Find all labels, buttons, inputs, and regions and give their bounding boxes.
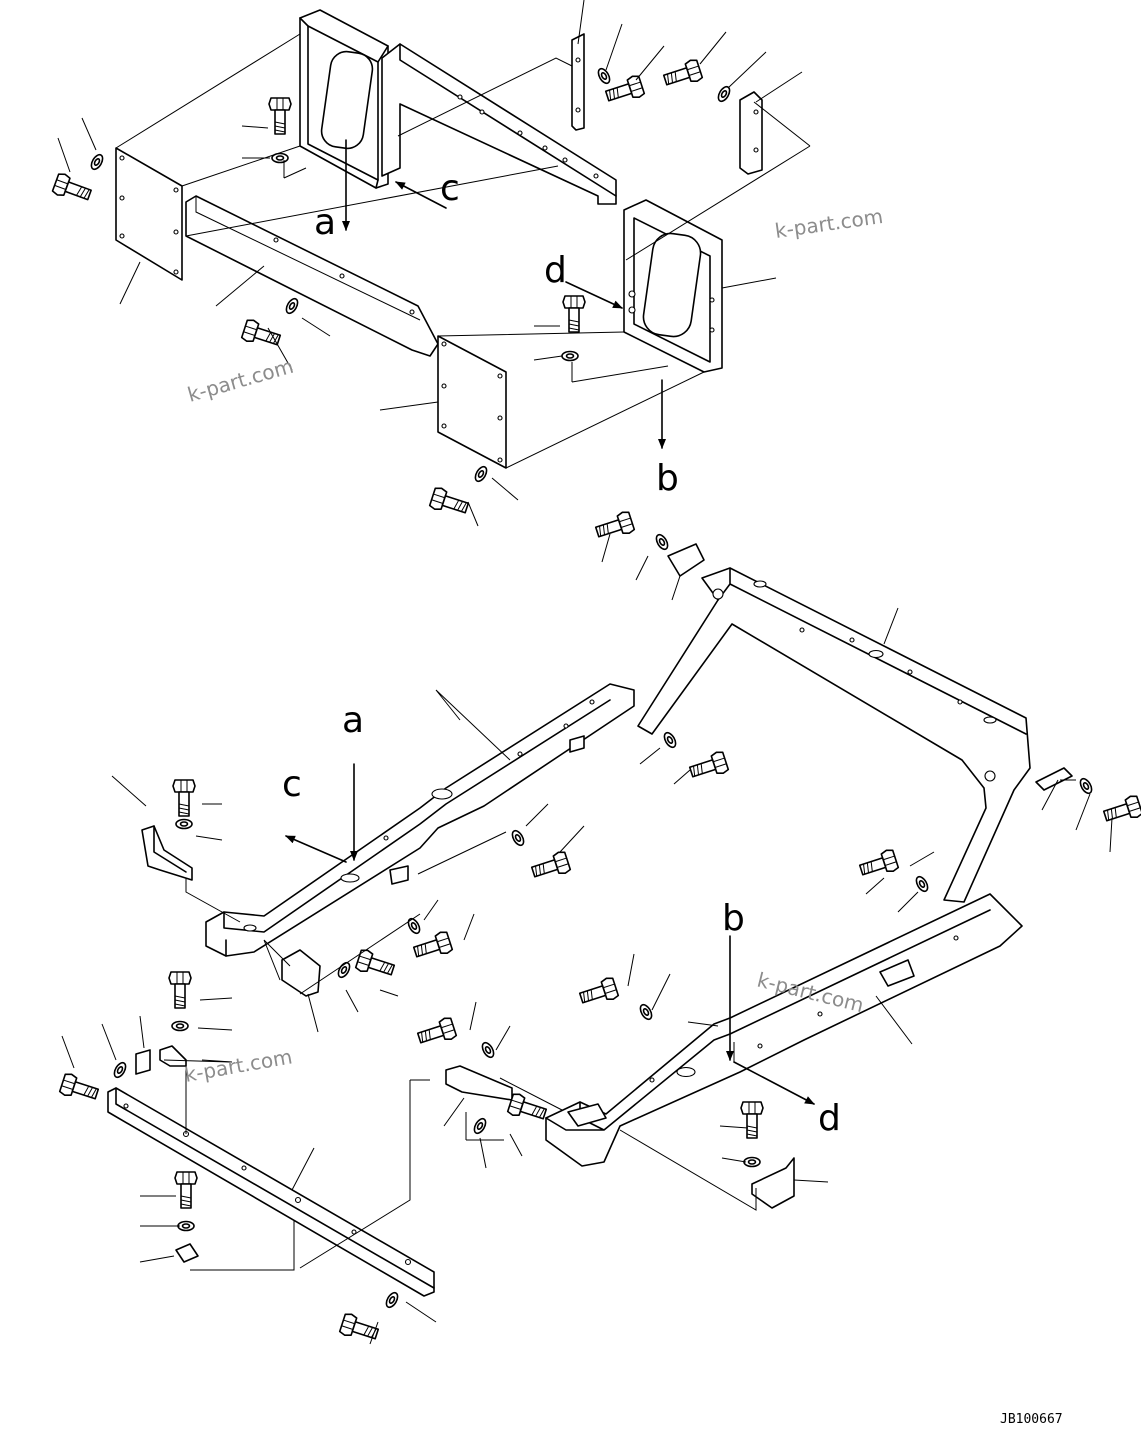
washer-icon	[1077, 776, 1095, 796]
lower-frame-assembly: a c b d	[58, 509, 1141, 1346]
left-cover-plate	[115, 147, 183, 281]
seal-strip	[185, 195, 439, 357]
washer-icon	[479, 1040, 497, 1060]
callout-arrows-lower	[285, 763, 815, 1105]
bolt-icon	[338, 1311, 381, 1346]
right-cover-plate	[437, 335, 507, 469]
bracket-right-lower	[751, 1157, 795, 1209]
left-box-frame	[299, 9, 389, 189]
bolt-icon	[661, 57, 704, 92]
main-cross-beam	[381, 43, 617, 205]
bolt-icon	[268, 97, 292, 135]
callout-b-top: b	[656, 458, 679, 499]
upper-frame-assembly: a c d b	[51, 0, 811, 527]
bolt-icon	[593, 509, 636, 544]
callout-b-bottom: b	[722, 898, 745, 939]
washer-icon	[509, 828, 527, 848]
washer-icon	[913, 874, 931, 894]
bolt-icon	[577, 975, 620, 1010]
washer-icon	[175, 818, 193, 830]
phantom-lines-upper	[115, 33, 811, 469]
bolt-icon	[51, 171, 94, 207]
callout-d-bottom: d	[818, 1098, 841, 1139]
washer-icon	[561, 350, 579, 362]
washer-icon	[383, 1290, 401, 1310]
bracket-center	[445, 1065, 513, 1101]
washer-icon	[171, 1020, 189, 1032]
bolt-icon	[168, 971, 192, 1009]
washer-icon	[405, 916, 423, 936]
bolt-icon	[1101, 793, 1141, 828]
bolt-icon	[240, 317, 283, 352]
callout-d-top: d	[544, 250, 567, 291]
callout-a-top: a	[314, 202, 336, 243]
bolt-icon	[174, 1171, 198, 1209]
bolt-icon	[58, 1071, 101, 1106]
washer-icon	[715, 84, 733, 104]
washer-icon	[472, 464, 490, 484]
drawing-number: JB100667	[1000, 1412, 1063, 1427]
washer-icon	[335, 960, 353, 980]
callout-c-bottom: c	[282, 764, 302, 805]
leader-lines-lower	[61, 533, 1113, 1345]
bracket-bottom-clip	[175, 1243, 199, 1263]
bolt-icon	[506, 1091, 549, 1126]
bracket-top-left-small	[667, 543, 705, 577]
front-cross-rail	[107, 1087, 435, 1297]
bolt-icon	[529, 849, 572, 884]
washer-icon	[595, 66, 613, 86]
callout-a-bottom: a	[342, 700, 364, 741]
bolt-icon	[857, 847, 900, 882]
washer-icon	[88, 152, 106, 172]
callout-c-top: c	[440, 168, 460, 209]
callout-arrows-upper	[342, 139, 666, 449]
left-side-rail	[205, 683, 635, 957]
washer-icon	[661, 730, 679, 750]
bracket-left-middle	[281, 949, 321, 997]
right-side-rail	[545, 893, 1023, 1167]
watermark: k-part.com	[185, 354, 296, 407]
washer-icon	[177, 1220, 195, 1232]
watermark: k-part.com	[183, 1044, 294, 1087]
bolt-icon	[411, 929, 454, 964]
washer-icon	[111, 1060, 129, 1080]
bolt-icon	[740, 1101, 764, 1139]
washer-icon	[743, 1156, 761, 1168]
bolt-icon	[428, 485, 471, 520]
bracket-right-small	[1035, 767, 1073, 791]
rear-arch-frame	[637, 567, 1031, 903]
washer-icon	[653, 532, 671, 552]
bracket-left-upper	[141, 825, 193, 881]
bolt-icon	[687, 749, 730, 784]
upright-bracket-1	[571, 33, 585, 131]
bolt-icon	[415, 1015, 458, 1050]
upright-bracket-2	[739, 91, 763, 175]
bolt-icon	[172, 779, 196, 817]
bolt-icon	[562, 295, 586, 333]
right-box-frame	[623, 199, 723, 373]
washer-icon	[637, 1002, 655, 1022]
washer-icon	[471, 1116, 489, 1136]
leader-lines-upper	[57, 0, 803, 527]
washer-icon	[283, 296, 301, 316]
phantom-lines-lower	[163, 779, 1076, 1271]
watermark: k-part.com	[773, 204, 884, 243]
